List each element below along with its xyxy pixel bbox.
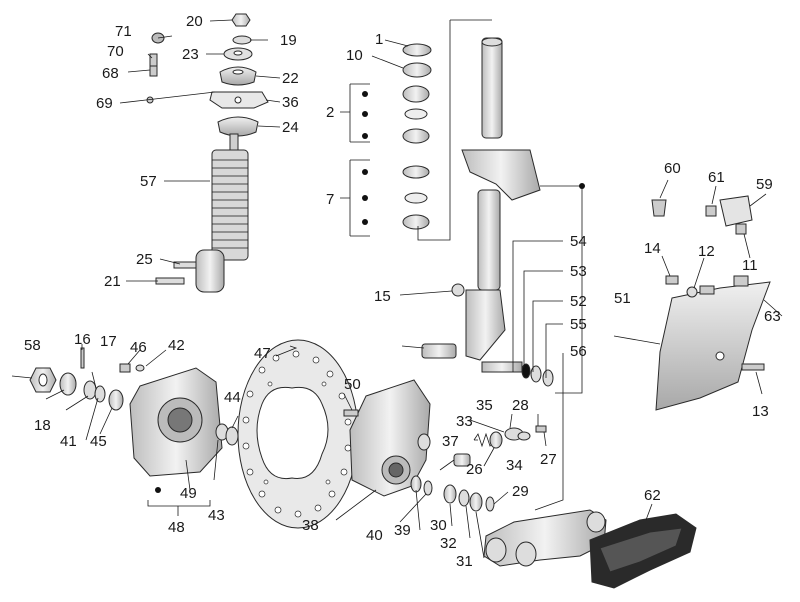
label-45: 45 (90, 433, 107, 450)
label-37: 37 (442, 433, 459, 450)
label-48: 48 (168, 519, 185, 536)
label-49: 49 (180, 485, 197, 502)
label-58: 58 (24, 337, 41, 354)
label-68: 68 (102, 65, 119, 82)
shock-spring (211, 149, 249, 261)
label-42: 42 (168, 337, 185, 354)
label-14: 14 (644, 240, 661, 257)
label-7: 7 (326, 191, 334, 208)
label-70: 70 (107, 43, 124, 60)
label-39: 39 (394, 522, 411, 539)
label-16: 16 (74, 331, 91, 348)
label-59: 59 (756, 176, 773, 193)
label-69: 69 (96, 95, 113, 112)
label-20: 20 (186, 13, 203, 30)
label-47: 47 (254, 345, 271, 362)
label-1: 1 (375, 31, 383, 48)
label-63: 63 (764, 308, 781, 325)
label-19: 19 (280, 32, 297, 49)
axle-small-parts (399, 413, 547, 559)
label-17: 17 (100, 333, 117, 350)
part-labels: 1 10 2 7 20 19 23 22 36 24 71 70 68 69 5… (24, 13, 781, 570)
label-31: 31 (456, 553, 473, 570)
label-28: 28 (512, 397, 529, 414)
label-25: 25 (136, 251, 153, 268)
label-60: 60 (664, 160, 681, 177)
label-57: 57 (140, 173, 157, 190)
label-52: 52 (570, 293, 587, 310)
label-21: 21 (104, 273, 121, 290)
suspension-link (483, 509, 607, 567)
label-44: 44 (224, 389, 241, 406)
shock-absorber-assembly (119, 13, 281, 293)
label-38: 38 (302, 517, 319, 534)
label-23: 23 (182, 46, 199, 63)
label-62: 62 (644, 487, 661, 504)
brake-disc (237, 339, 359, 529)
label-54: 54 (570, 233, 587, 250)
label-32: 32 (440, 535, 457, 552)
steering-bearing-stack (340, 19, 492, 241)
label-55: 55 (570, 316, 587, 333)
link-cover (589, 503, 697, 589)
label-15: 15 (374, 288, 391, 305)
label-35: 35 (476, 397, 493, 414)
label-56: 56 (570, 343, 587, 360)
label-12: 12 (698, 243, 715, 260)
mudguard (613, 179, 783, 411)
label-53: 53 (570, 263, 587, 280)
label-30: 30 (430, 517, 447, 534)
label-2: 2 (326, 104, 334, 121)
steering-tube-fork (399, 37, 585, 511)
label-13: 13 (752, 403, 769, 420)
label-27: 27 (540, 451, 557, 468)
label-11: 11 (742, 257, 758, 274)
label-18: 18 (34, 417, 51, 434)
wheel-hub-assembly (11, 344, 239, 516)
label-40: 40 (366, 527, 383, 544)
label-46: 46 (130, 339, 147, 356)
label-26: 26 (466, 461, 483, 478)
label-51: 51 (614, 290, 631, 307)
label-61: 61 (708, 169, 725, 186)
label-24: 24 (282, 119, 299, 136)
label-71: 71 (115, 23, 132, 40)
label-50: 50 (344, 376, 361, 393)
label-10: 10 (346, 47, 363, 64)
label-34: 34 (506, 457, 523, 474)
label-41: 41 (60, 433, 77, 450)
label-22: 22 (282, 70, 299, 87)
label-29: 29 (512, 483, 529, 500)
label-43: 43 (208, 507, 225, 524)
fork-arm-housing (335, 379, 431, 521)
label-33: 33 (456, 413, 473, 430)
label-36: 36 (282, 94, 299, 111)
